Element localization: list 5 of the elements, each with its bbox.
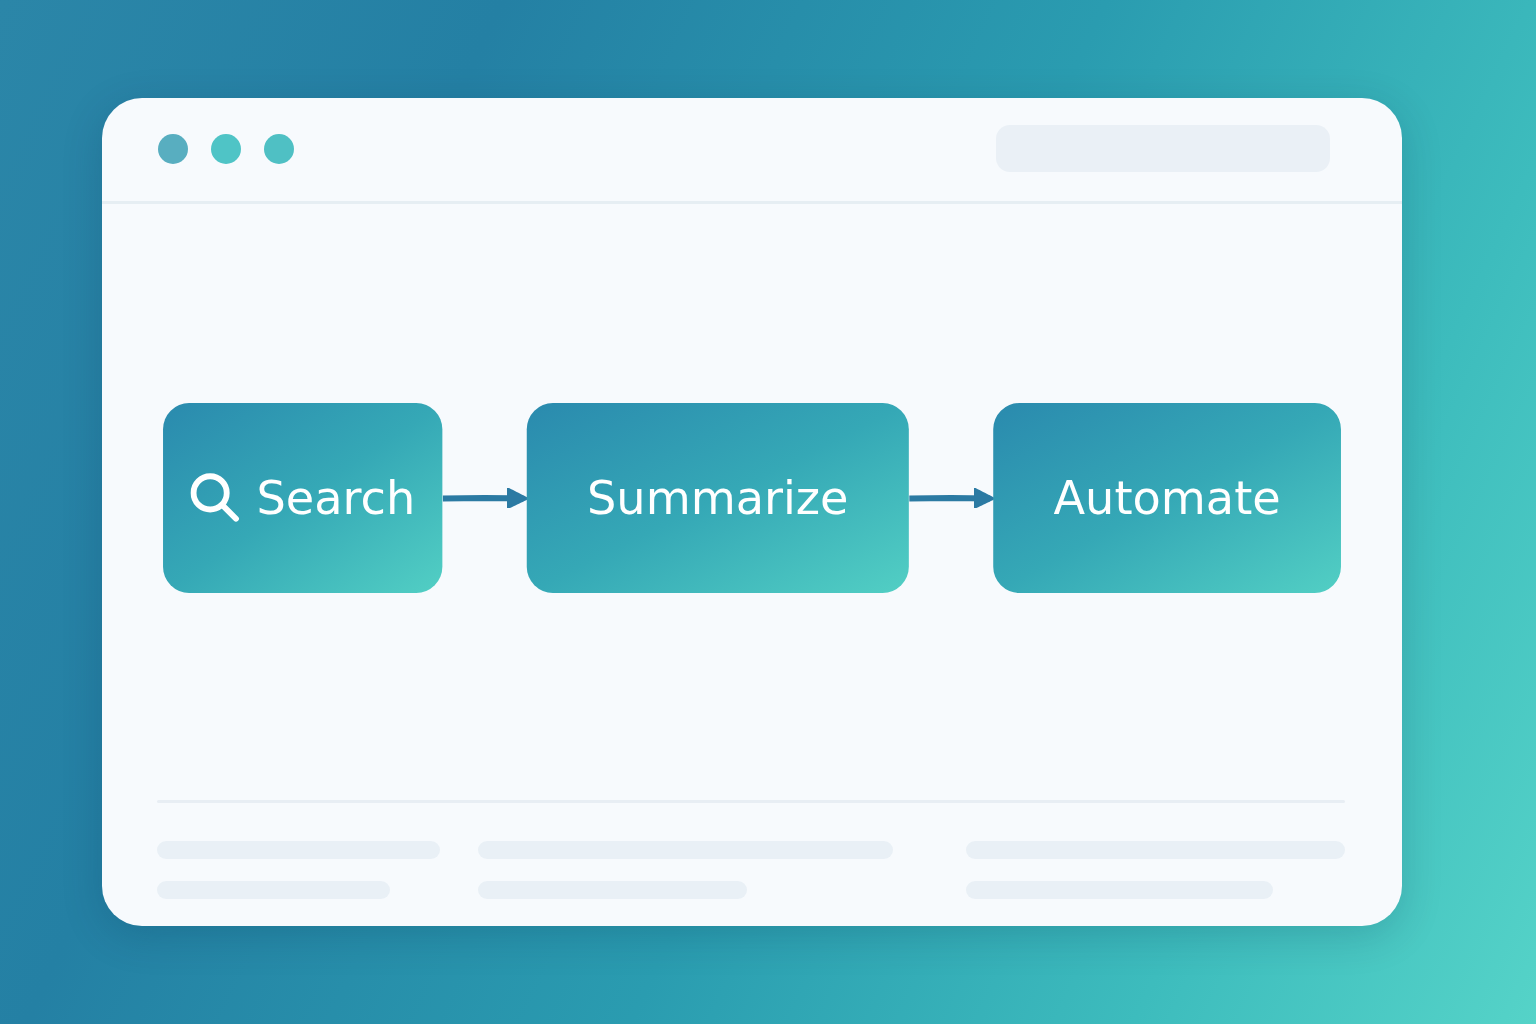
- browser-window: Search Summarize Automate: [102, 98, 1402, 926]
- node-box: [163, 403, 443, 593]
- node-box: [993, 403, 1341, 593]
- arrow: [909, 487, 995, 510]
- node-box: [526, 403, 909, 593]
